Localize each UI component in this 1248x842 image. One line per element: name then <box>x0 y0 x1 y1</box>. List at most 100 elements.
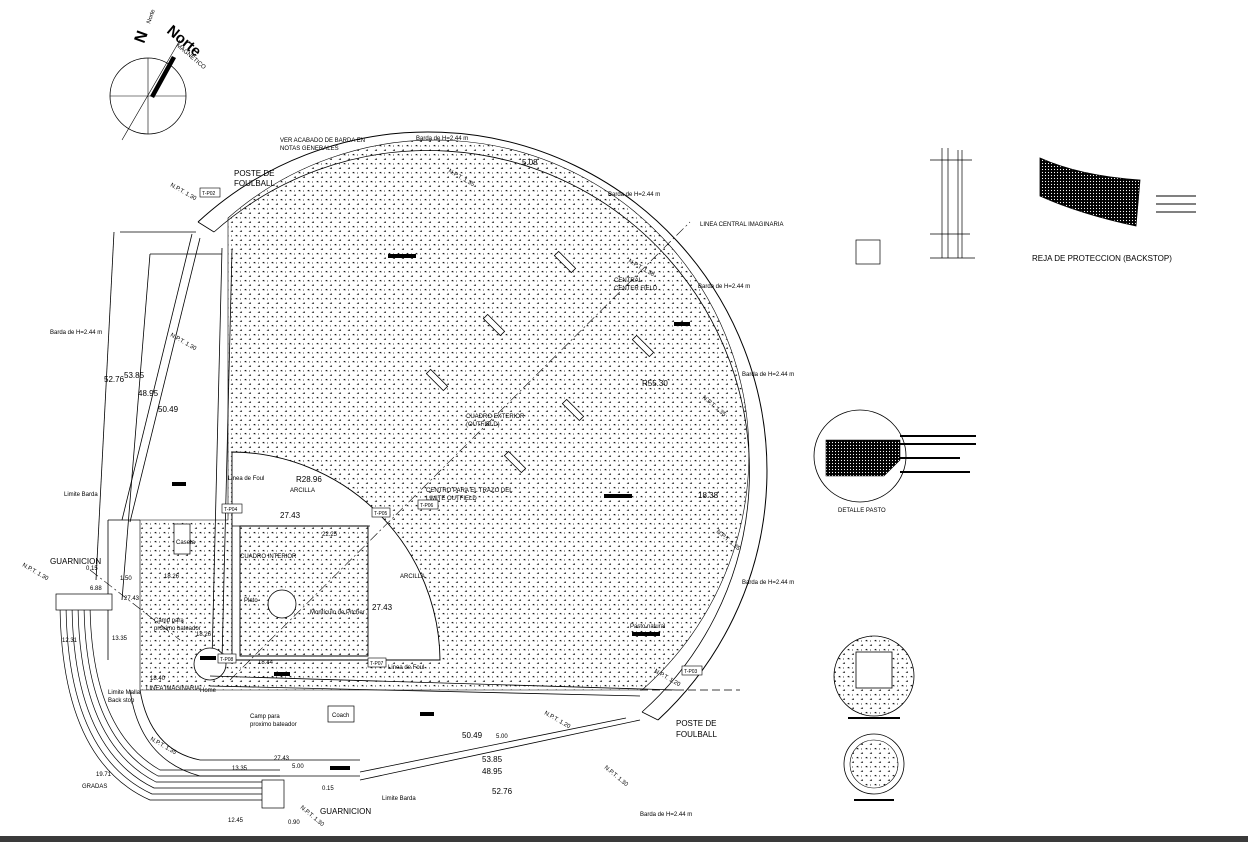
svg-text:1.50: 1.50 <box>120 576 132 582</box>
linea-foul-left: Linea de Foul <box>228 476 264 482</box>
gradas-label: GRADAS <box>82 784 107 790</box>
svg-text:N.P.T. 1.30: N.P.T. 1.30 <box>21 563 50 583</box>
back-stop: Back stop <box>108 698 135 704</box>
centro-trazo-2: LIMITE OUTFIELD <box>426 496 477 502</box>
svg-text:18.38: 18.38 <box>698 491 719 500</box>
barda-label-7: Barda de H=2.44 m <box>50 330 102 336</box>
svg-text:18.26: 18.26 <box>164 574 180 580</box>
centro-trazo-1: CENTRO PARA EL TRAZO DEL <box>426 488 513 494</box>
camp-3: Camp para <box>250 714 280 720</box>
centro-fielder-1: CENTRAL <box>614 278 643 284</box>
svg-text:6.88: 6.88 <box>90 586 102 592</box>
limite-barda-bottom: Limite Barda <box>382 796 416 802</box>
barda-label-5: Barda de H=2.44 m <box>742 580 794 586</box>
field-markers <box>172 254 690 770</box>
svg-text:N.P.T. 1.30: N.P.T. 1.30 <box>169 183 198 203</box>
tag-tp04: T-P04 <box>224 507 238 513</box>
note-acabado-1: VER ACABADO DE BARDA EN <box>280 138 365 144</box>
limite-malla: Limite Malla <box>108 690 141 696</box>
barda-label-2: Barda de H=2.44 m <box>608 192 660 198</box>
svg-text:12.45: 12.45 <box>228 818 244 824</box>
home-plate-circle <box>193 647 227 681</box>
svg-text:R55.30: R55.30 <box>642 379 668 388</box>
svg-text:0.15: 0.15 <box>86 566 98 572</box>
linea-central: LINEA CENTRAL IMAGINARIA <box>700 222 783 228</box>
svg-text:N.P.T. 1.30: N.P.T. 1.30 <box>169 333 198 353</box>
svg-text:53.85: 53.85 <box>482 755 503 764</box>
svg-text:48.95: 48.95 <box>482 767 503 776</box>
svg-text:18.40: 18.40 <box>150 676 166 682</box>
poste-top-1: POSTE DE <box>234 169 274 178</box>
svg-text:50.49: 50.49 <box>158 405 179 414</box>
bleachers <box>55 593 285 809</box>
svg-text:27.43: 27.43 <box>280 511 301 520</box>
cuadro-int: CUADRO INTERIOR <box>240 554 297 560</box>
svg-text:19.71: 19.71 <box>96 772 112 778</box>
north-compass: N Norte Norte MAGNETICO <box>109 8 207 141</box>
barda-label-3: Barda de H=2.44 m <box>698 284 750 290</box>
svg-text:27.43: 27.43 <box>274 756 290 762</box>
linea-foul-bottom: Linea de Foul <box>388 665 424 671</box>
note-acabado-2: NOTAS GENERALES <box>280 146 339 152</box>
right-foul-strip <box>129 675 740 781</box>
tag-tp05: T-P05 <box>374 511 388 517</box>
coach-label: Coach <box>332 713 349 719</box>
camp-2: proximo bateador <box>154 626 201 632</box>
svg-text:0.15: 0.15 <box>322 786 334 792</box>
center-line <box>89 221 691 681</box>
wall-section-detail <box>855 148 975 265</box>
bottom-status-bar <box>0 836 1248 842</box>
dimensions: 5.08 R55.30 R28.96 27.43 27.43 27.43 27.… <box>62 158 719 826</box>
arcilla-2: ARCILLA <box>400 574 425 580</box>
backstop-title: REJA DE PROTECCION (BACKSTOP) <box>1032 254 1172 263</box>
svg-text:18.26: 18.26 <box>196 632 212 638</box>
svg-text:48.95: 48.95 <box>138 389 159 398</box>
pitcher-mound <box>267 589 297 619</box>
svg-text:0.90: 0.90 <box>288 820 300 826</box>
centro-fielder-2: CENTER FIELD <box>614 286 658 292</box>
svg-text:12.31: 12.31 <box>62 638 78 644</box>
tag-tp03: T-P03 <box>684 669 698 675</box>
cuadro-ext-1: CUADRO EXTERIOR <box>466 414 525 420</box>
grass-detail: DETALLE PASTO <box>813 409 976 514</box>
pasto-label: Pasto natural <box>630 624 665 630</box>
camp-1: Camp para <box>154 618 184 624</box>
left-foul-strip <box>95 231 233 661</box>
cuadro-ext-2: (OUTFIELD) <box>466 422 500 428</box>
camp-4: proximo bateador <box>250 722 297 728</box>
poste-bottom-1: POSTE DE <box>676 719 716 728</box>
base-pads <box>425 250 655 474</box>
svg-text:27.43: 27.43 <box>124 596 140 602</box>
guarnicion-left: GUARNICION <box>50 557 101 566</box>
poste-top-2: FOULBALL <box>234 179 275 188</box>
svg-text:N.P.T. 1.20: N.P.T. 1.20 <box>653 669 682 689</box>
tag-tp07: T-P07 <box>370 661 384 667</box>
svg-text:13.35: 13.35 <box>112 636 128 642</box>
labels: VER ACABADO DE BARDA EN NOTAS GENERALES … <box>50 136 794 818</box>
svg-text:52.76: 52.76 <box>492 787 513 796</box>
svg-text:22.25: 22.25 <box>322 532 338 538</box>
arcilla-1: ARCILLA <box>290 488 315 494</box>
svg-text:52.76: 52.76 <box>104 375 125 384</box>
barda-label-4: Barda de H=2.44 m <box>742 372 794 378</box>
svg-text:N.P.T. 1.30: N.P.T. 1.30 <box>603 765 630 789</box>
guarnicion-bottom: GUARNICION <box>320 807 371 816</box>
tag-tp06: T-P06 <box>420 503 434 509</box>
svg-text:13.35: 13.35 <box>232 766 248 772</box>
tag-tp08: T-P08 <box>220 657 234 663</box>
poste-bottom-2: FOULBALL <box>676 730 717 739</box>
svg-text:N.P.T. 1.35: N.P.T. 1.35 <box>149 737 178 757</box>
outfield-grass <box>139 139 750 691</box>
svg-text:R28.96: R28.96 <box>296 475 322 484</box>
home-label: Home <box>200 688 217 694</box>
svg-text:5.08: 5.08 <box>522 158 538 167</box>
backstop-detail: REJA DE PROTECCION (BACKSTOP) <box>1032 157 1196 263</box>
svg-text:50.49: 50.49 <box>462 731 483 740</box>
svg-text:27.43: 27.43 <box>372 603 393 612</box>
compass-letter: N <box>132 29 152 46</box>
infield-grass <box>239 525 369 657</box>
caseta-label: Caseta <box>176 540 196 546</box>
plato-label: Plato <box>244 598 258 604</box>
compass-small-top: Norte <box>146 8 157 24</box>
